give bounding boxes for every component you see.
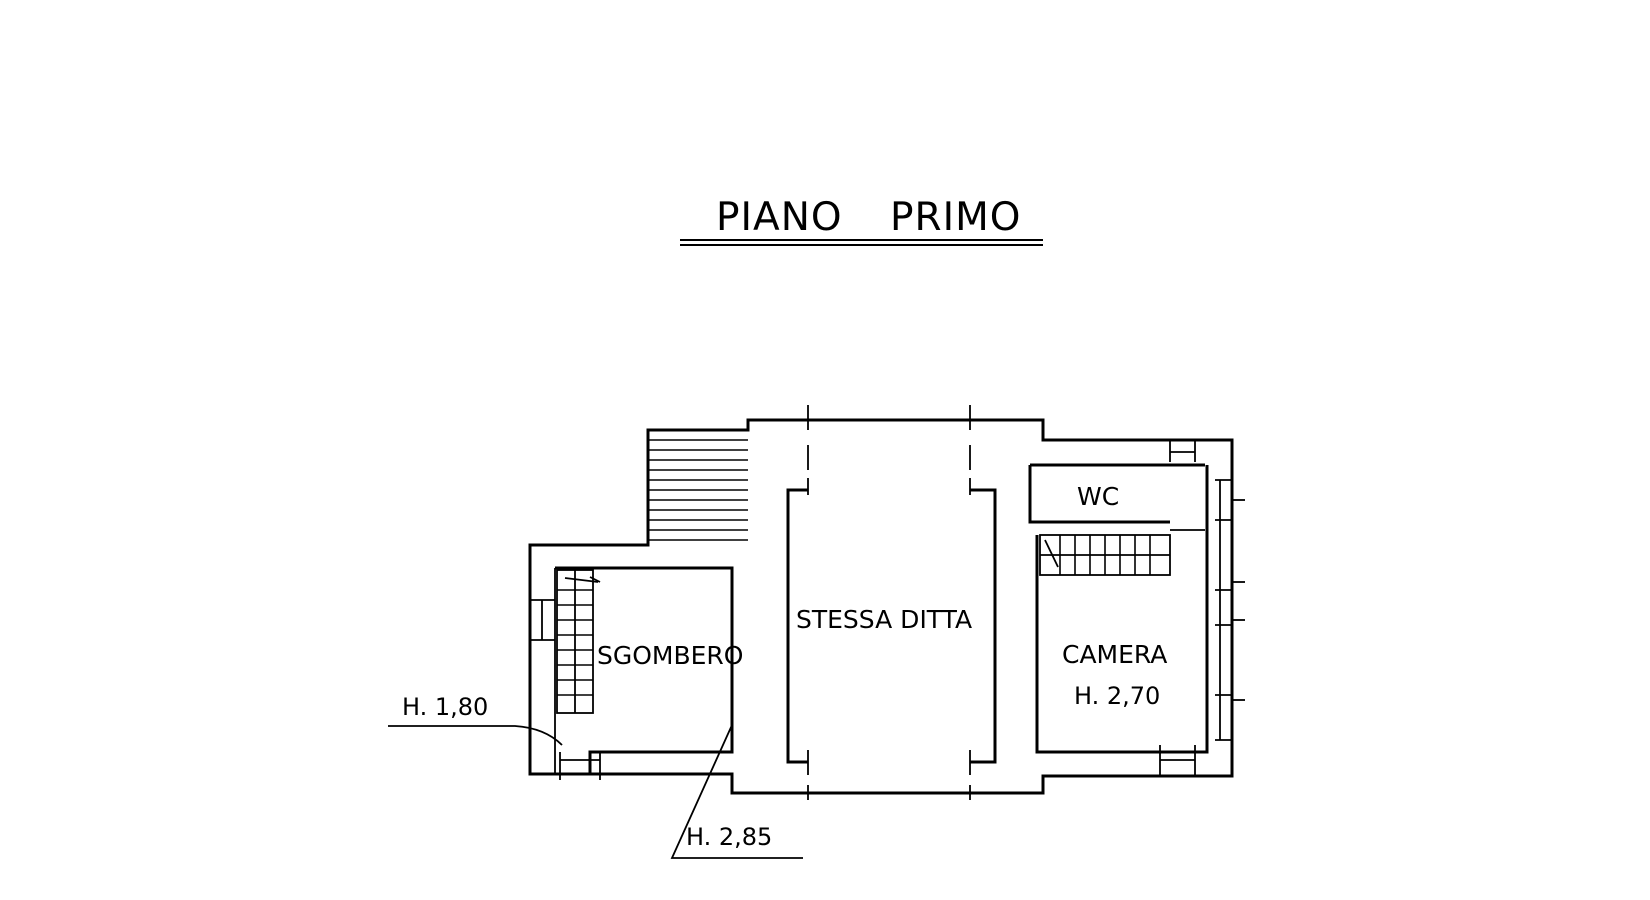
sgombero-room-walls <box>530 566 734 780</box>
building-outline <box>528 418 1234 795</box>
room-label-stessa-ditta: STESSA DITTA <box>796 605 972 634</box>
terrace-hatch <box>648 429 748 541</box>
title-word-piano: PIANO <box>716 195 843 240</box>
room-label-wc: WC <box>1077 482 1119 511</box>
plan-title: PIANO PRIMO <box>680 195 1043 246</box>
height-annotation-bottom: H. 2,85 <box>670 724 803 859</box>
camera-height-label: H. 2,70 <box>1074 682 1160 710</box>
title-word-primo: PRIMO <box>890 195 1021 240</box>
wc-room-walls <box>1028 440 1205 524</box>
height-annotation-left: H. 1,80 <box>388 693 563 746</box>
height-label-left: H. 1,80 <box>402 693 488 721</box>
room-label-sgombero: SGOMBERO <box>597 641 743 670</box>
room-label-camera: CAMERA <box>1062 640 1167 669</box>
height-label-bottom: H. 2,85 <box>686 823 772 851</box>
camera-room-walls <box>1035 465 1245 776</box>
central-room-walls <box>786 405 997 800</box>
